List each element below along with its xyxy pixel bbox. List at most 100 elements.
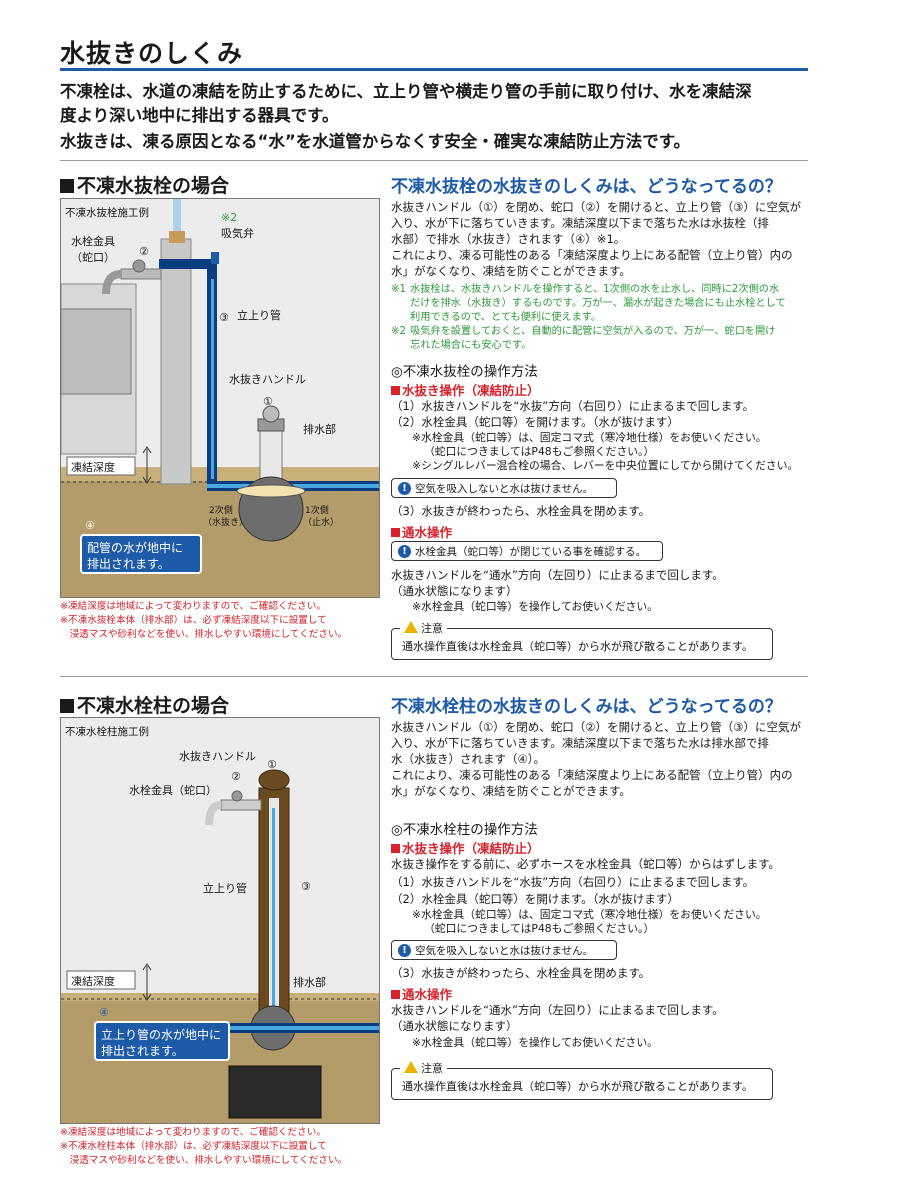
drain-pre: 水抜き操作をする前に、必ずホースを水栓金具（蛇口等）からはずします。: [391, 857, 780, 871]
mech-text-line: 水（水抜き）されます（④）。: [391, 752, 546, 766]
label-faucet: 水栓金具（蛇口）: [129, 784, 217, 797]
section1-diagram: 不凍水抜栓施工例 水栓金具 （蛇口） ② ※2 吸気弁 ③ 立上り管 水抜きハン…: [60, 198, 380, 598]
diagram-caption: 不凍水抜栓施工例: [65, 207, 149, 219]
drain-step-1: （1）水抜きハンドルを“水抜”方向（右回り）に止まるまで回します。: [391, 875, 755, 889]
flow-sub: ※水栓金具（蛇口等）を操作してお使いください。: [412, 600, 658, 613]
num-faucet: ②: [139, 245, 149, 258]
section1-drain-label: 水抜き操作（凍結防止）: [391, 380, 540, 399]
label-valve: 吸気弁: [221, 227, 254, 240]
drain-label-text: 水抜き操作（凍結防止）: [402, 841, 540, 856]
section1-note-3: 浸透マスや砂利などを使い、排水しやすい環境にしてください。: [60, 629, 348, 640]
info-box-air: ! 空気を吸入しないと水は抜けません。: [391, 940, 617, 960]
exclamation-icon: !: [398, 943, 411, 957]
mech-text-line: 水抜きハンドル（①）を閉め、蛇口（②）を開けると、立上り管（③）に空気が: [391, 200, 801, 214]
caution-text: 通水操作直後は水栓金具（蛇口等）から水が飛び散ることがあります。: [402, 640, 753, 653]
section2-diagram: 不凍水栓柱施工例 水抜きハンドル ① ② 水栓金具（蛇口） 立上り管 ③ 凍結深…: [60, 717, 380, 1124]
discharge-line-2: 排出されます。: [101, 1044, 184, 1058]
label-pipe: 立上り管: [237, 309, 281, 322]
square-bullet-icon: [60, 179, 74, 193]
section1-note-1: ※凍結深度は地域によって変わりますので、ご確認ください。: [60, 601, 326, 612]
section1-op-title: ◎不凍水抜栓の操作方法: [391, 364, 538, 380]
section2-mech-heading: 不凍水栓柱の水抜きのしくみは、どうなってるの？: [391, 697, 782, 717]
warning-icon: [404, 1061, 418, 1073]
flow-label-text: 通水操作: [402, 987, 453, 1002]
label-primary: 1次側: [305, 506, 329, 516]
label-valve-num: ※2: [221, 211, 238, 224]
mech-text-line: 入り、水が下に落ちていきます。凍結深度以下まで落ちた水は排水部で排: [391, 736, 769, 750]
section1-mech-heading: 不凍水抜栓の水抜きのしくみは、どうなってるの？: [391, 177, 782, 197]
label-pipe: 立上り管: [203, 882, 247, 895]
mech-text-line: 水」がなくなり、凍結を防ぐことができます。: [391, 264, 631, 278]
green-note-key: ※2: [391, 326, 407, 337]
info-box-text: 空気を吸入しないと水は抜けません。: [415, 944, 594, 957]
mech-text-line: これにより、凍る可能性のある「凍結深度より上にある配管（立上り管）内の: [391, 768, 793, 782]
caution-text: 通水操作直後は水栓金具（蛇口等）から水が飛び散ることがあります。: [402, 1080, 753, 1093]
discharge-line-1: 立上り管の水が地中に: [101, 1028, 222, 1042]
caution-label: 注意: [400, 1060, 447, 1076]
label-secondary: 2次側: [209, 506, 233, 516]
num-handle: ①: [263, 395, 273, 408]
mech-text-line: 水部）で排水（水抜き）されます（④）※1。: [391, 232, 626, 246]
label-secondary-sub: （水抜き）: [203, 518, 249, 528]
drain-sub-1: ※水栓金具（蛇口等）は、固定コマ式（寒冷地仕様）をお使いください。: [412, 908, 767, 921]
discharge-line-1: 配管の水が地中に: [87, 541, 184, 555]
num-pipe: ③: [301, 880, 311, 893]
section1-heading-text: 不凍水抜栓の場合: [77, 175, 230, 197]
drain-step-2: （2）水栓金具（蛇口等）を開けます。（水が抜けます）: [391, 415, 679, 429]
section1-heading: 不凍水抜栓の場合: [60, 171, 229, 198]
green-note-line: 吸気弁を設置しておくと、自動的に配管に空気が入るので、万が一、蛇口を開け: [410, 326, 776, 337]
drain-sub-2: （蛇口につきましてはP48もご参照ください。）: [424, 922, 655, 935]
green-note-line: 利用できるので、とても便利に使えます。: [410, 312, 602, 323]
info-box-air: ! 空気を吸入しないと水は抜けません。: [391, 478, 617, 498]
section1-mech-text: 水抜きハンドル（①）を閉め、蛇口（②）を開けると、立上り管（③）に空気が 入り、…: [391, 199, 809, 279]
num-faucet: ②: [231, 770, 241, 783]
flow-text-2: （通水状態になります）: [391, 1019, 518, 1033]
divider: [60, 160, 808, 161]
intro-line-2: 度より深い地中に排出する器具です。: [60, 106, 339, 125]
info-box-text: 水栓金具（蛇口等）が閉じている事を確認する。: [415, 545, 646, 558]
flow-label-text: 通水操作: [402, 525, 453, 540]
page-title: 水抜きのしくみ: [60, 39, 244, 68]
flow-text-1: 水抜きハンドルを“通水”方向（左回り）に止まるまで回します。: [391, 568, 724, 582]
section2-caution: 注意 通水操作直後は水栓金具（蛇口等）から水が飛び散ることがあります。: [391, 1060, 773, 1100]
section2-heading-text: 不凍水栓柱の場合: [77, 695, 230, 717]
section2-heading: 不凍水栓柱の場合: [60, 691, 229, 718]
green-note-line: 忘れた場合にも安心です。: [410, 340, 532, 351]
discharge-line-2: 排出されます。: [87, 557, 170, 571]
caution-label-text: 注意: [421, 1062, 443, 1075]
caution-label: 注意: [400, 620, 447, 636]
warning-icon: [404, 621, 418, 633]
section1-green-notes: ※1 水抜栓は、水抜きハンドルを操作すると、1次側の水を止水し、同時に2次側の水…: [391, 283, 809, 353]
mech-text-line: 入り、水が下に落ちていきます。凍結深度以下まで落ちた水は水抜栓（排: [391, 216, 769, 230]
drain-sub-2: （蛇口につきましてはP48もご参照ください。）: [424, 445, 655, 458]
flow-text-2: （通水状態になります）: [391, 584, 518, 598]
post-diagram-svg: [61, 718, 379, 1123]
exclamation-icon: !: [398, 481, 411, 495]
red-square-icon: [391, 844, 400, 853]
label-faucet-sub: （蛇口）: [71, 251, 115, 264]
section2-mech-text: 水抜きハンドル（①）を閉め、蛇口（②）を開けると、立上り管（③）に空気が 入り、…: [391, 719, 809, 799]
caution-label-text: 注意: [421, 622, 443, 635]
red-square-icon: [391, 990, 400, 999]
title-rule: [60, 68, 808, 71]
mech-text-line: 水」がなくなり、凍結を防ぐことができます。: [391, 784, 631, 798]
info-box-text: 空気を吸入しないと水は抜けません。: [415, 482, 594, 495]
hydrant-diagram-svg: [61, 199, 379, 597]
num-discharge: ④: [85, 519, 95, 532]
section1-note-2: ※不凍水抜栓本体（排水部）は、必ず凍結深度以下に設置して: [60, 615, 327, 626]
drain-sub-1: ※水栓金具（蛇口等）は、固定コマ式（寒冷地仕様）をお使いください。: [412, 431, 767, 444]
num-handle: ①: [267, 758, 277, 771]
flow-text-1: 水抜きハンドルを“通水”方向（左回り）に止まるまで回します。: [391, 1003, 724, 1017]
label-primary-sub: （止水）: [303, 518, 340, 528]
section2-flow-label: 通水操作: [391, 984, 452, 1003]
intro-line-1: 不凍栓は、水道の凍結を防止するために、立上り管や横走り管の手前に取り付け、水を凍…: [60, 82, 752, 101]
label-faucet: 水栓金具: [71, 235, 115, 248]
section2-drain-label: 水抜き操作（凍結防止）: [391, 838, 540, 857]
label-depth: 凍結深度: [71, 975, 115, 988]
intro-line-3: 水抜きは、凍る原因となる“水”を水道管からなくす安全・確実な凍結防止方法です。: [60, 132, 691, 151]
section2-note-1: ※凍結深度は地域によって変わりますので、ご確認ください。: [60, 1127, 326, 1138]
mech-text-line: これにより、凍る可能性のある「凍結深度より上にある配管（立上り管）内の: [391, 248, 793, 262]
drain-step-2: （2）水栓金具（蛇口等）を開けます。（水が抜けます）: [391, 892, 679, 906]
mech-text-line: 水抜きハンドル（①）を閉め、蛇口（②）を開けると、立上り管（③）に空気が: [391, 720, 801, 734]
diagram-caption: 不凍水栓柱施工例: [65, 726, 149, 738]
